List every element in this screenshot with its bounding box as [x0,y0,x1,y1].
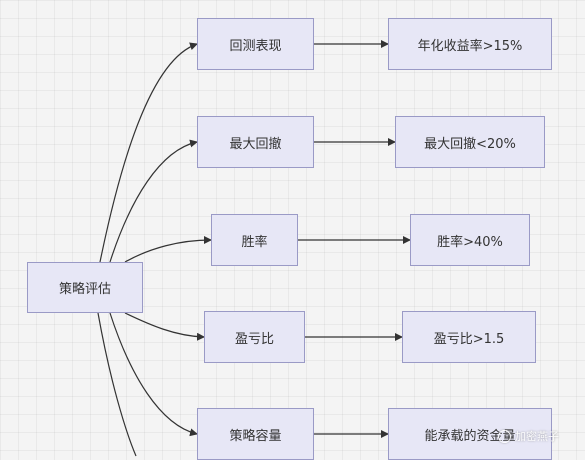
branch-node-4: 盈亏比 [204,311,305,363]
target-node-5: 能承载的资金量 [388,408,552,460]
edge-root-to-branch-3 [124,236,212,263]
watermark-text: 加密燕子 [515,430,559,443]
target-node-1: 年化收益率>15% [388,18,552,70]
target-node-4: 盈亏比>1.5 [402,311,536,363]
edge-root-to-branch-2 [109,139,198,263]
edge-root-to-branch-4 [124,312,205,341]
edge-root-to-branch-1 [99,42,198,263]
branch-node-3: 胜率 [211,214,298,266]
branch-node-2: 最大回撤 [197,116,314,168]
watermark-logo-icon [498,429,511,443]
root-node: 策略评估 [27,262,143,313]
target-node-2: 最大回撤<20% [395,116,545,168]
watermark: 加密燕子 [498,428,559,444]
branch-node-1: 回测表现 [197,18,314,70]
target-node-3: 胜率>40% [410,214,530,266]
edge-root-to-branch-5 [109,312,198,437]
branch-node-5: 策略容量 [197,408,314,460]
edge-root-offscreen [97,312,137,457]
